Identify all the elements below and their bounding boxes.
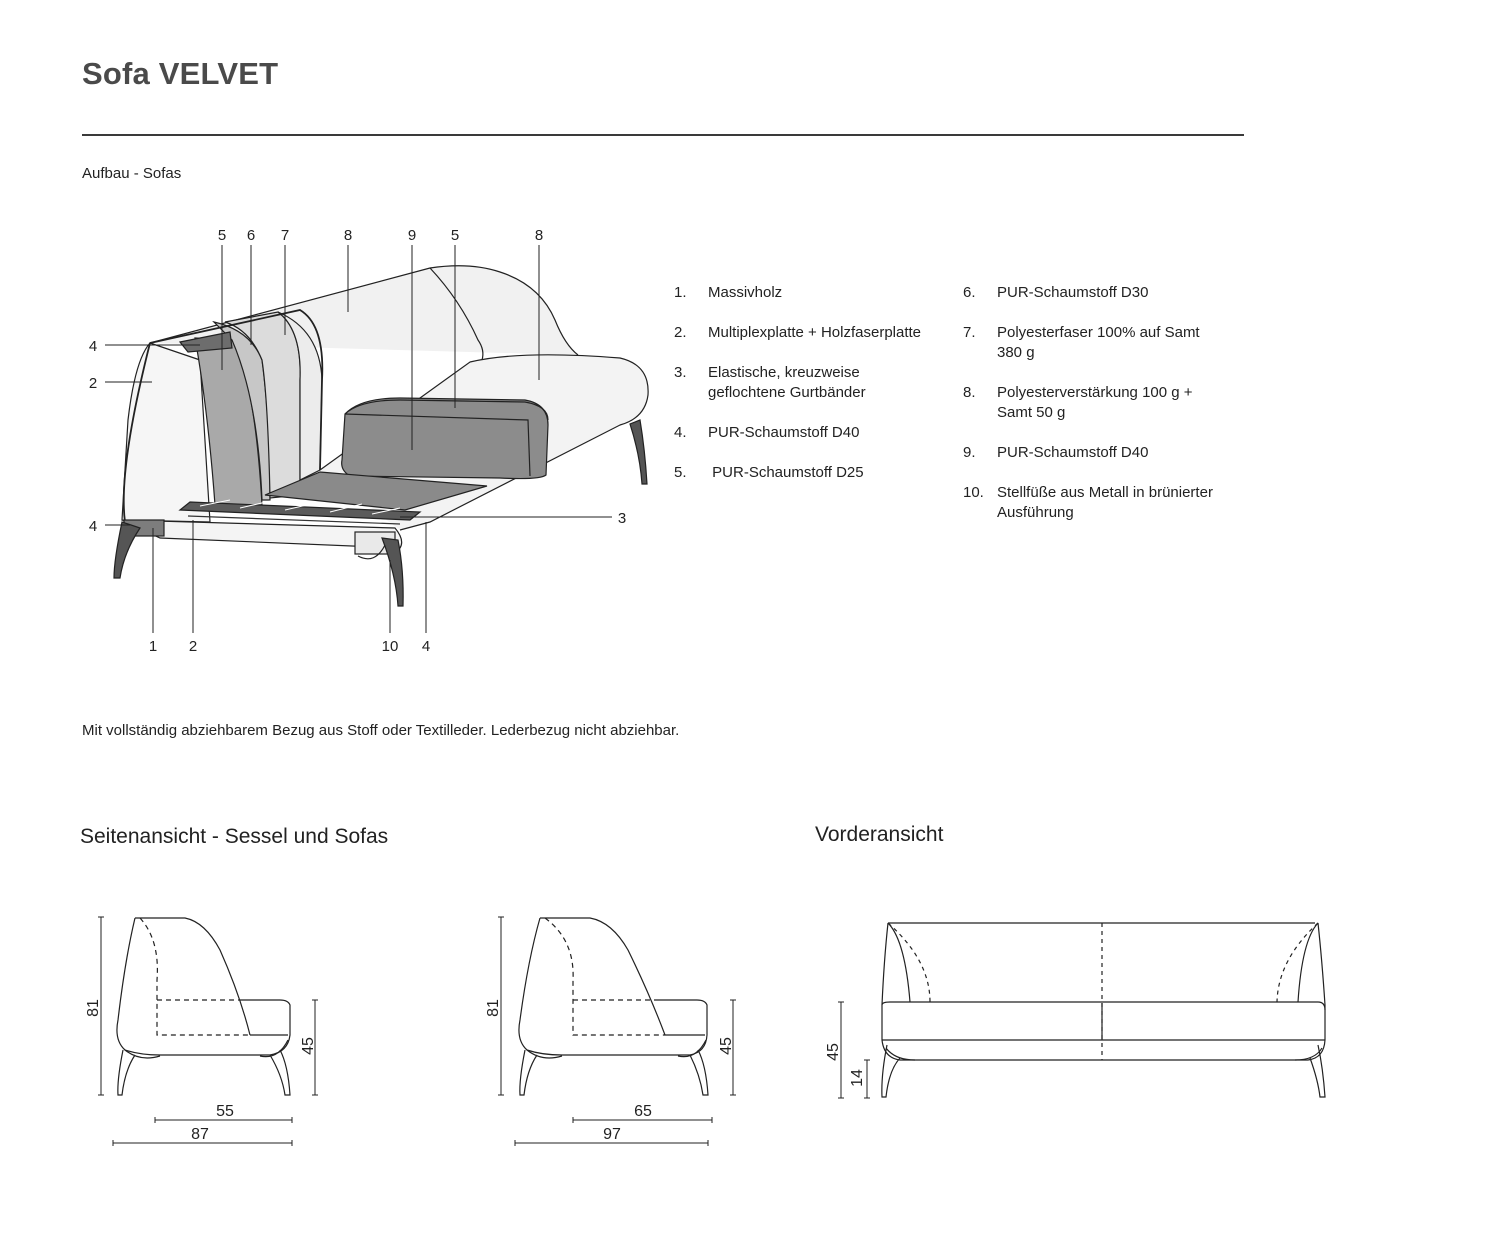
callout-top-1: 5 — [218, 227, 226, 244]
dim-seat-height: 45 — [300, 1037, 317, 1055]
side-view-title: Seitenansicht - Sessel und Sofas — [80, 825, 389, 848]
dim-height: 81 — [85, 999, 102, 1017]
dim-height: 81 — [485, 999, 502, 1017]
dim-leg-height: 14 — [849, 1069, 866, 1087]
callout-left-1: 4 — [89, 338, 97, 355]
title-divider — [82, 134, 1244, 136]
material-legend-right: 6.PUR-Schaumstoff D30 7.Polyesterfaser 1… — [963, 284, 1213, 521]
callout-left-2: 2 — [89, 375, 97, 392]
dim-depth: 87 — [191, 1126, 209, 1143]
callout-right-1: 3 — [618, 510, 626, 527]
callout-top-4: 8 — [344, 227, 352, 244]
dim-seat-height: 45 — [825, 1043, 842, 1061]
sofa-construction-diagram: 5 6 7 8 9 5 8 4 2 4 3 1 2 10 4 — [89, 227, 649, 655]
callout-bottom-2: 2 — [189, 638, 197, 655]
front-view-title: Vorderansicht — [815, 823, 944, 846]
front-view-sofa: 45 14 — [825, 922, 1326, 1099]
callout-bottom-1: 1 — [149, 638, 157, 655]
side-view-chair-small: 81 45 55 87 — [85, 916, 318, 1146]
dim-seat-height: 45 — [718, 1037, 735, 1055]
callout-top-2: 6 — [247, 227, 255, 244]
cover-note: Mit vollständig abziehbarem Bezug aus St… — [82, 722, 680, 739]
callout-top-6: 5 — [451, 227, 459, 244]
callout-bottom-4: 4 — [422, 638, 430, 655]
callout-top-5: 9 — [408, 227, 416, 244]
callout-top-7: 8 — [535, 227, 543, 244]
material-legend-left: 1.Massivholz 2.Multiplexplatte + Holzfas… — [674, 284, 922, 481]
dim-seat-depth: 65 — [634, 1103, 652, 1120]
callout-bottom-3: 10 — [382, 638, 399, 655]
callout-top-3: 7 — [281, 227, 289, 244]
callout-left-3: 4 — [89, 518, 97, 535]
side-view-chair-large: 81 45 65 97 — [485, 916, 736, 1146]
dim-seat-depth: 55 — [216, 1103, 234, 1120]
section-subtitle: Aufbau - Sofas — [82, 165, 182, 182]
page-title: Sofa VELVET — [82, 56, 279, 91]
dim-depth: 97 — [603, 1126, 621, 1143]
